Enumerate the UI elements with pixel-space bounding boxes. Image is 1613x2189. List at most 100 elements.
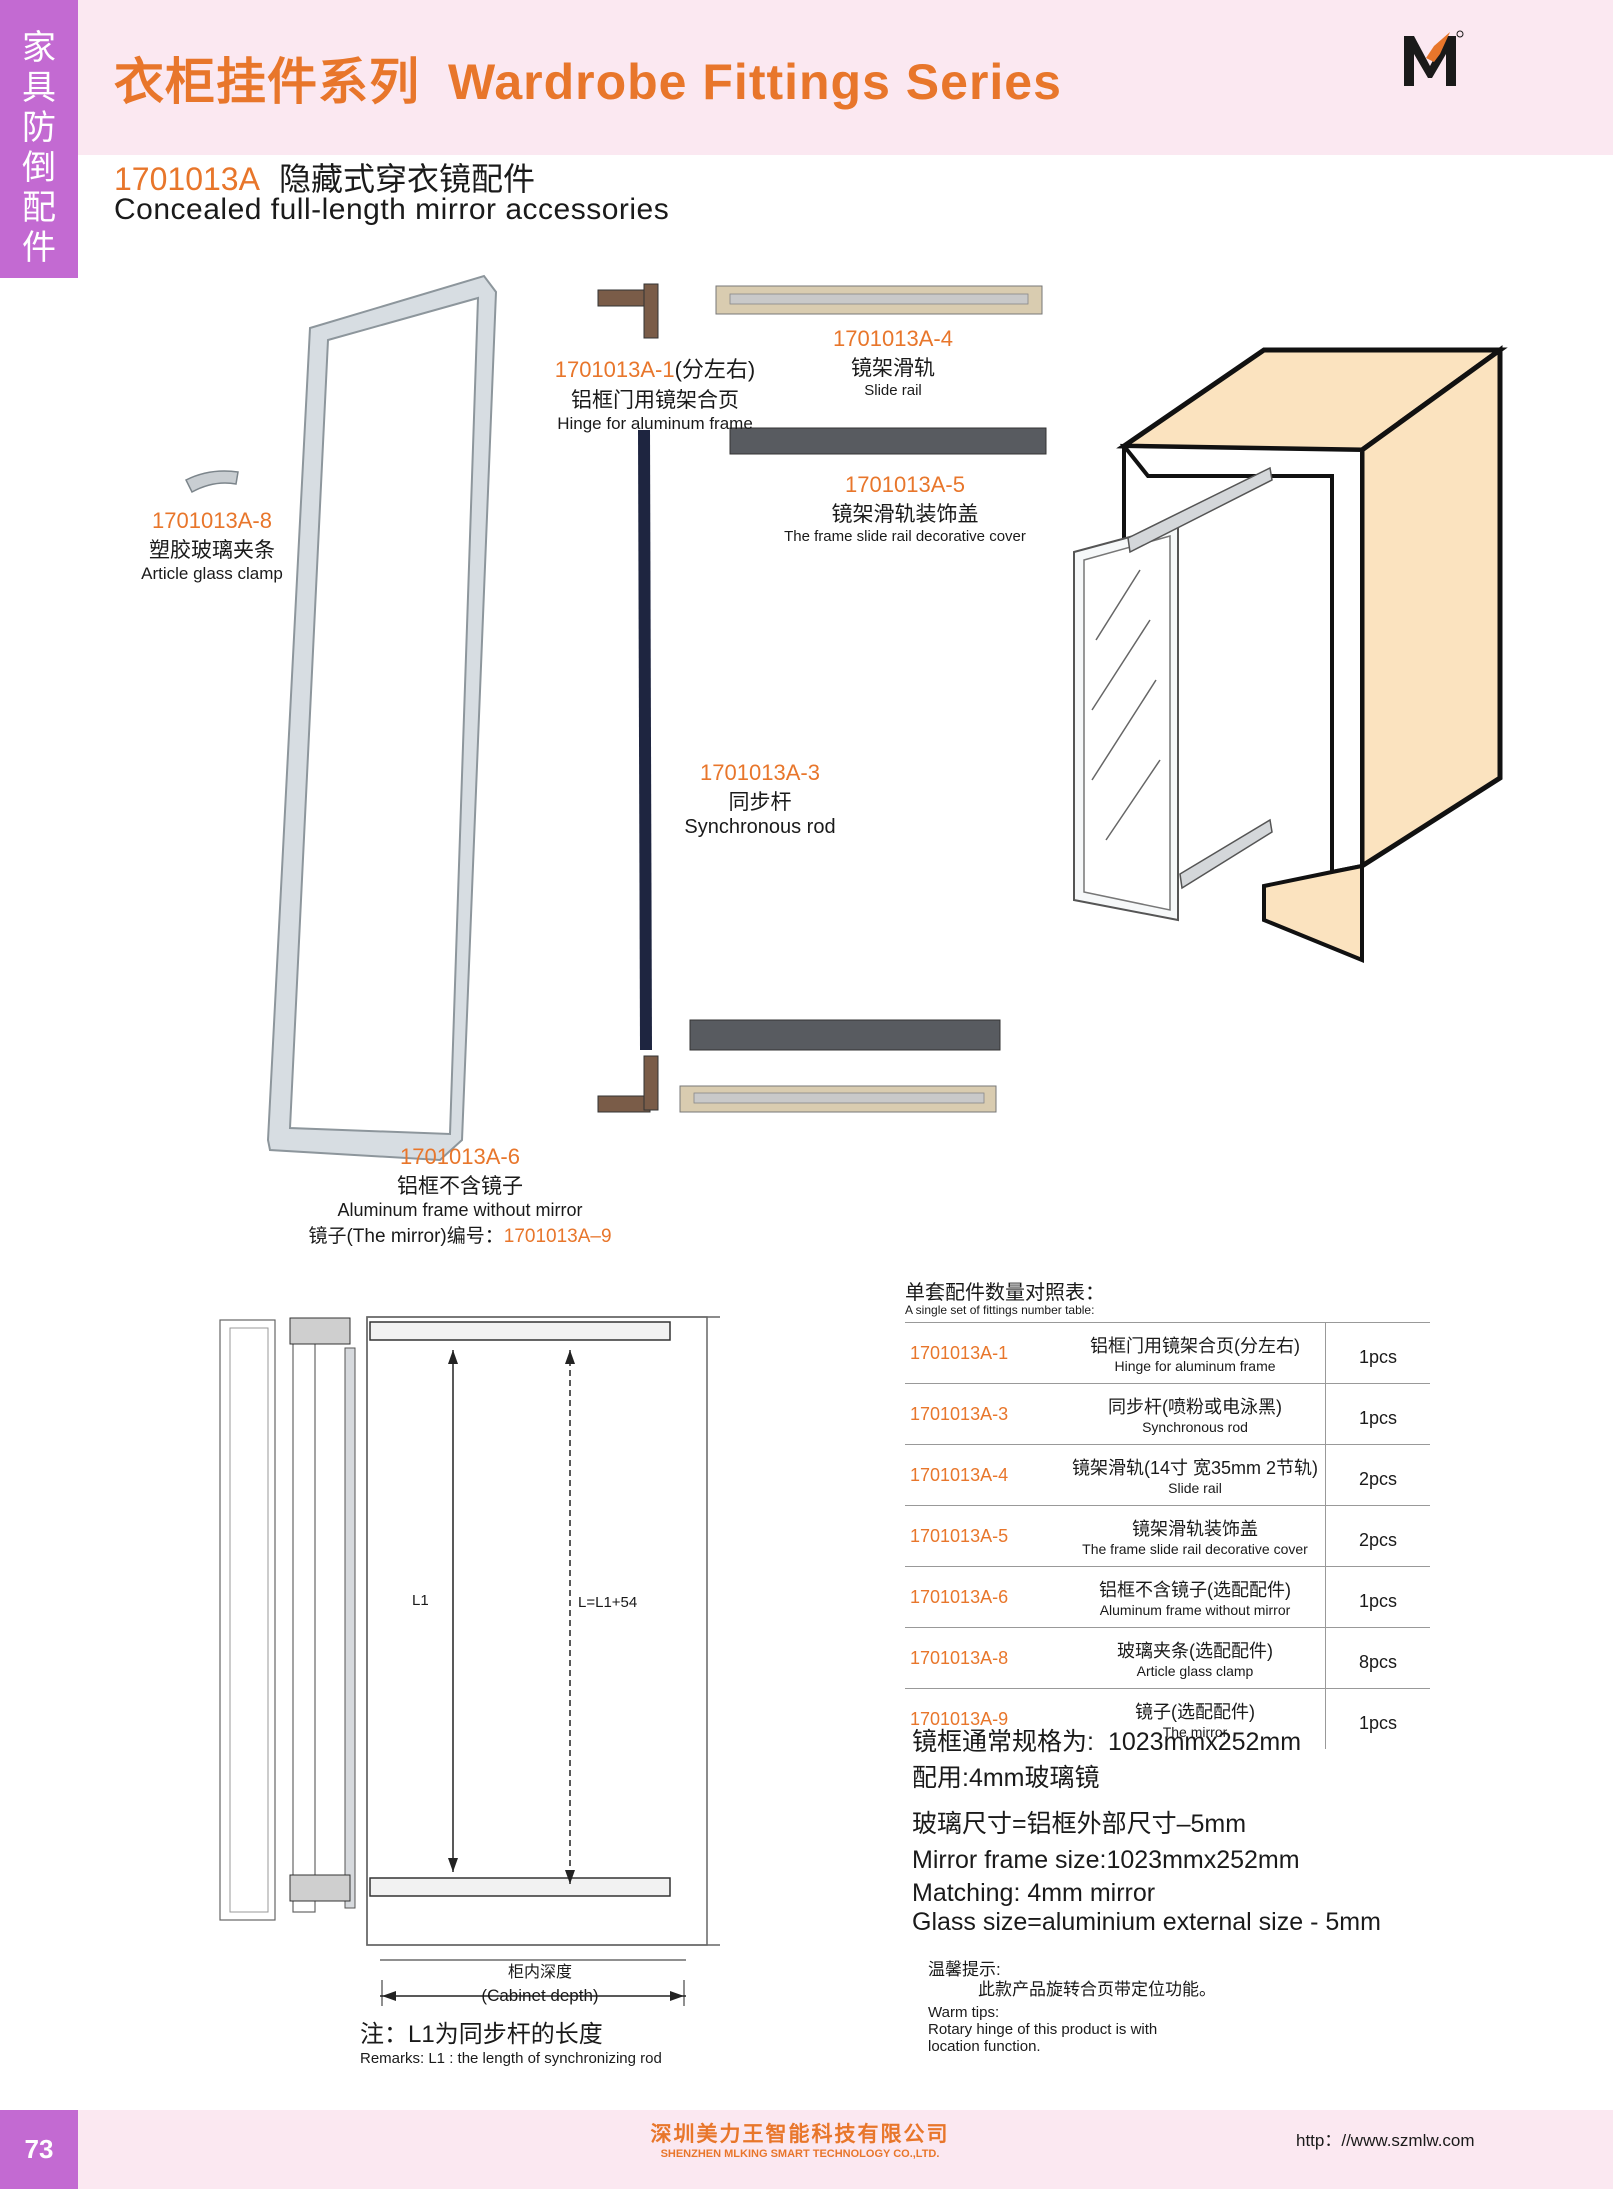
row-desc-en: Aluminum frame without mirror — [1099, 1602, 1291, 1618]
side-tab-char: 防 — [22, 108, 56, 148]
company-name-en: SHENZHEN MLKING SMART TECHNOLOGY CO.,LTD… — [660, 2148, 940, 2160]
part-a3-code: 1701013A-3 — [700, 760, 820, 785]
aluminum-frame-drawing — [266, 274, 498, 1162]
row-desc-en: Article glass clamp — [1136, 1663, 1254, 1679]
row-desc-cn: 铝框不含镜子(选配配件) — [1099, 1580, 1291, 1600]
side-tab-char: 具 — [22, 68, 56, 108]
row-qty: 8pcs — [1325, 1627, 1430, 1689]
table-title-cn: 单套配件数量对照表： — [905, 1282, 1105, 1304]
part-a3-en: Synchronous rod — [684, 816, 836, 838]
footer-band — [0, 2110, 1613, 2189]
row-desc-en: Hinge for aluminum frame — [1114, 1358, 1276, 1374]
row-desc-cn: 镜架滑轨(14寸 宽35mm 2节轨) — [1071, 1458, 1319, 1478]
row-desc-en: The frame slide rail decorative cover — [1082, 1541, 1308, 1557]
slide-rail-bottom-drawing — [679, 1085, 997, 1113]
warm-tips: 温馨提示: 此款产品旋转合页带定位功能。 Warm tips: Rotary h… — [928, 1960, 1216, 2055]
decorative-cover-bottom-drawing — [689, 1019, 1001, 1051]
row-desc-en: Synchronous rod — [1142, 1419, 1248, 1435]
part-a3-cn: 同步杆 — [728, 791, 792, 814]
row-code: 1701013A-8 — [905, 1627, 1065, 1689]
row-desc: 铝框门用镜架合页(分左右)Hinge for aluminum frame — [1065, 1323, 1326, 1384]
part-a6-cn: 铝框不含镜子 — [397, 1175, 523, 1198]
row-qty: 2pcs — [1325, 1505, 1430, 1567]
row-desc-cn: 同步杆(喷粉或电泳黑) — [1108, 1397, 1282, 1417]
remark-cn: 注：L1为同步杆的长度 — [360, 2021, 603, 2048]
mlking-logo-icon — [1404, 30, 1464, 86]
cabinet-depth-label-en: (Cabinet depth) — [481, 1986, 599, 2005]
company-name-cn: 深圳美力王智能科技有限公司 — [650, 2123, 950, 2146]
tips-title-en: Warm tips: — [928, 2004, 1000, 2021]
part-a4-code: 1701013A-4 — [833, 326, 953, 351]
row-code: 1701013A-1 — [905, 1323, 1065, 1384]
table-row: 1701013A-8 玻璃夹条(选配配件) Article glass clamp 8… — [905, 1627, 1430, 1689]
part-a8-en: Article glass clamp — [141, 564, 283, 583]
part-a1-suffix: (分左右) — [674, 357, 756, 382]
row-desc: 镜架滑轨(14寸 宽35mm 2节轨)Slide rail — [1065, 1444, 1326, 1506]
part-a6-code: 1701013A-6 — [400, 1144, 520, 1169]
part-a1-code: 1701013A-1 — [554, 357, 675, 382]
label-part-a4: 1701013A-4 镜架滑轨 Slide rail — [793, 326, 993, 399]
part-a5-en: The frame slide rail decorative cover — [784, 528, 1026, 545]
row-desc: 铝框不含镜子(选配配件) Aluminum frame without mirro… — [1065, 1566, 1326, 1628]
table-top-rule — [905, 1322, 1430, 1323]
page-title: 衣柜挂件系列 Wardrobe Fittings Series — [114, 42, 1062, 114]
tips-body-en-2: location function. — [928, 2038, 1041, 2055]
row-qty: 2pcs — [1325, 1444, 1430, 1506]
part-a8-cn: 塑胶玻璃夹条 — [149, 539, 275, 562]
website-link[interactable]: http：//www.szmlw.com — [1296, 2131, 1475, 2150]
header-band — [0, 0, 1613, 155]
label-part-a5: 1701013A-5 镜架滑轨装饰盖 The frame slide rail … — [765, 472, 1045, 545]
label-part-a8: 1701013A-8 塑胶玻璃夹条 Article glass clamp — [112, 508, 312, 584]
spec-matching-cn: 配用:4mm玻璃镜 — [912, 1764, 1100, 1792]
product-name-cn: 隐藏式穿衣镜配件 — [279, 161, 536, 197]
mirror-code: 1701013A–9 — [503, 1226, 612, 1247]
installation-technical-drawing — [219, 1316, 720, 2006]
page-title-cn: 衣柜挂件系列 — [114, 54, 420, 110]
spec-frame-en: Mirror frame size:1023mmx252mm — [912, 1846, 1300, 1874]
row-desc-en: The mirror — [1162, 1724, 1228, 1740]
table-title-en: A single set of fittings number table: — [905, 1303, 1095, 1317]
side-tab-char: 家 — [22, 28, 56, 68]
product-name-en: Concealed full-length mirror accessories — [114, 193, 670, 226]
dimension-l-formula: L=L1+54 — [578, 1594, 638, 1611]
synchronous-rod-drawing — [638, 430, 652, 1050]
tips-body-cn: 此款产品旋转合页带定位功能。 — [978, 1980, 1216, 1999]
dimension-l1: L1 — [412, 1592, 429, 1609]
product-title: 1701013A 隐藏式穿衣镜配件 — [114, 154, 535, 200]
side-tab-char: 件 — [22, 228, 56, 268]
row-qty: 1pcs — [1358, 1712, 1398, 1733]
row-desc: 同步杆(喷粉或电泳黑) Synchronous rod — [1065, 1383, 1326, 1445]
slide-rail-top-drawing — [715, 285, 1043, 315]
page-title-en: Wardrobe Fittings Series — [448, 54, 1062, 110]
tips-body-en-1: Rotary hinge of this product is with — [928, 2021, 1158, 2038]
label-part-a6: 1701013A-6 铝框不含镜子 Aluminum frame without… — [290, 1144, 630, 1248]
row-code: 1701013A-3 — [905, 1383, 1065, 1445]
tips-title-cn: 温馨提示: — [928, 1960, 1001, 1979]
category-side-tab: 家 具 防 倒 配 件 — [0, 0, 78, 278]
remark-en: Remarks: L1 : the length of synchronizin… — [360, 2050, 662, 2067]
part-a5-code: 1701013A-5 — [845, 472, 965, 497]
row-desc-cn: 镜子(选配配件) — [1135, 1702, 1255, 1722]
company-name: 深圳美力王智能科技有限公司 SHENZHEN MLKING SMART TECH… — [600, 2118, 1000, 2160]
part-a4-en: Slide rail — [864, 382, 922, 399]
spec-glass-en: Glass size=aluminium external size - 5mm — [912, 1908, 1381, 1936]
row-code: 1701013A-5 — [905, 1505, 1065, 1567]
row-qty: 1pcs — [1325, 1566, 1430, 1628]
row-code: 1701013A-4 — [905, 1444, 1065, 1506]
label-part-a3: 1701013A-3 同步杆 Synchronous rod — [660, 760, 860, 839]
table-row: 1701013A-3 同步杆(喷粉或电泳黑) Synchronous rod 1pcs — [905, 1383, 1430, 1445]
cabinet-depth-label-cn: 柜内深度 — [507, 1964, 572, 1981]
label-part-a1: 1701013A-1(分左右) 铝框门用镜架合页 Hinge for alumi… — [530, 352, 780, 434]
part-a5-cn: 镜架滑轨装饰盖 — [831, 503, 979, 526]
row-qty: 1pcs — [1325, 1383, 1430, 1445]
spec-block: 镜框通常规格为:1023mmx252mm 配用:4mm玻璃镜 玻璃尺寸=铝框外部… — [912, 1722, 1562, 1937]
row-desc-cn: 玻璃夹条(选配配件) — [1117, 1641, 1273, 1661]
spec-glass-cn: 玻璃尺寸=铝框外部尺寸–5mm — [912, 1810, 1247, 1838]
part-a4-cn: 镜架滑轨 — [851, 357, 935, 380]
